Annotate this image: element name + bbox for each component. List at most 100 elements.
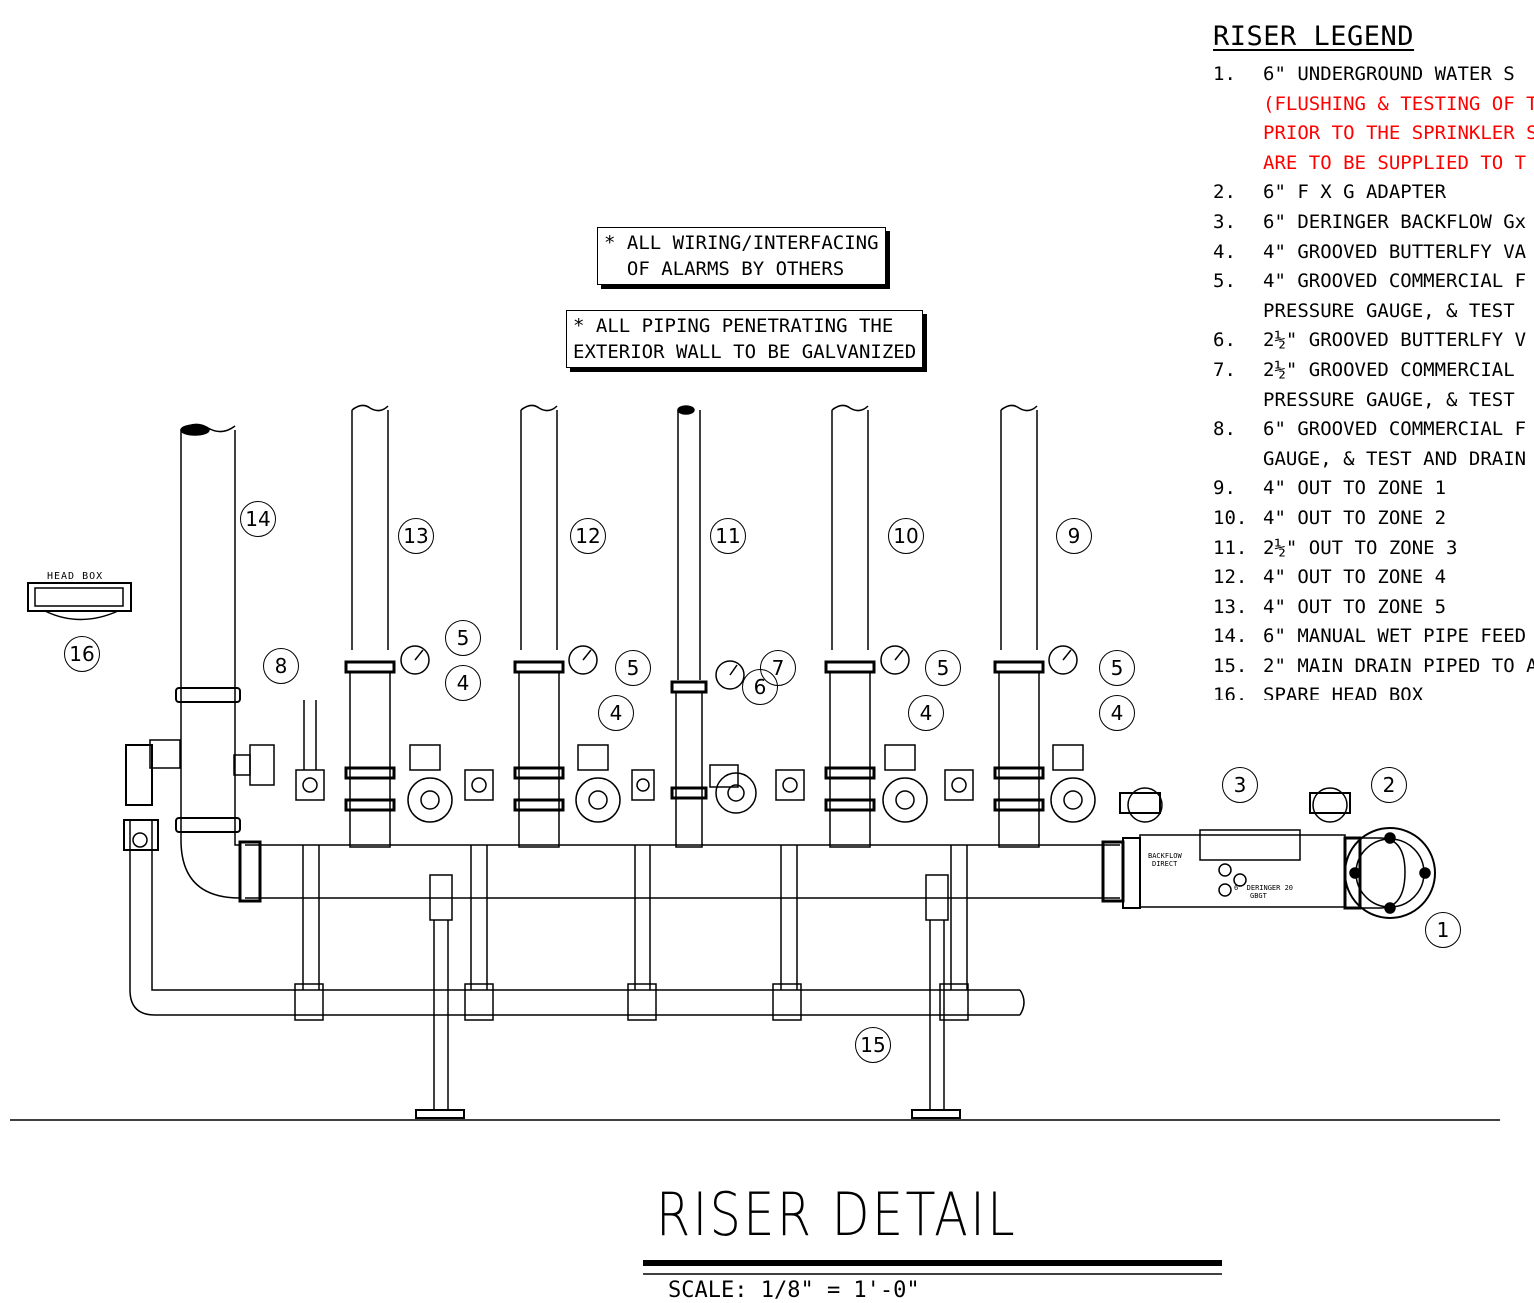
legend-item-number: 11. [1213, 536, 1248, 559]
legend-item-text: 4" OUT TO ZONE 2 [1263, 506, 1447, 529]
legend-item: 4. 4" GROOVED BUTTERLFY VA [1213, 238, 1534, 268]
legend-item-text: PRESSURE GAUGE, & TEST [1263, 388, 1515, 411]
legend-item-text: 6" UNDERGROUND WATER S [1263, 63, 1515, 85]
callout-5: 5 [1099, 650, 1135, 686]
legend-item-text: PRESSURE GAUGE, & TEST [1263, 299, 1515, 322]
callout-4: 4 [908, 695, 944, 731]
legend-item-text: 4" OUT TO ZONE 5 [1263, 595, 1447, 618]
legend-item-text: 2½" OUT TO ZONE 3 [1263, 536, 1458, 559]
legend-item-number: 16. [1213, 684, 1248, 700]
legend-item-text: 6" MANUAL WET PIPE FEED [1263, 625, 1527, 648]
legend-item-number: 1. [1213, 63, 1236, 85]
legend-item: GAUGE, & TEST AND DRAIN [1213, 445, 1534, 475]
callout-10: 10 [888, 518, 924, 554]
legend-item-text: 6" F X G ADAPTER [1263, 181, 1447, 204]
deringer-label-2: GBGT [1250, 892, 1268, 900]
legend-item-text: 6" GROOVED COMMERCIAL F [1263, 418, 1527, 441]
legend-item: 1. 6" UNDERGROUND WATER S [1213, 60, 1534, 90]
pipe-stands [415, 874, 961, 1119]
callout-5: 5 [445, 620, 481, 656]
callout-4: 4 [445, 665, 481, 701]
legend-item: 11. 2½" OUT TO ZONE 3 [1213, 534, 1534, 564]
legend-item-number: 5. [1213, 270, 1236, 293]
legend-item: 15. 2" MAIN DRAIN PIPED TO A [1213, 652, 1534, 682]
legend-item-text: PRIOR TO THE SPRINKLER S [1263, 122, 1534, 145]
callout-12: 12 [570, 518, 606, 554]
riser-zone-3 [631, 405, 757, 990]
legend-title: RISER LEGEND [1213, 21, 1415, 52]
callout-14: 14 [240, 501, 276, 537]
legend-item-text: 4" GROOVED BUTTERLFY VA [1263, 240, 1527, 263]
head-box-label: HEAD BOX [47, 571, 104, 582]
legend-item-text: 2½" GROOVED BUTTERLFY V [1263, 329, 1527, 352]
callout-1: 1 [1425, 912, 1461, 948]
callout-3: 3 [1222, 767, 1258, 803]
callout-4: 4 [1099, 695, 1135, 731]
legend-item: 10. 4" OUT TO ZONE 2 [1213, 504, 1534, 534]
drawing-scale: SCALE: 1/8" = 1'-0" [668, 1278, 920, 1303]
legend-item: PRESSURE GAUGE, & TEST [1213, 386, 1534, 416]
legend-item-number: 3. [1213, 210, 1236, 233]
deringer-label-1: 6" DERINGER 20 [1234, 884, 1293, 892]
backflow-label-2: DIRECT [1152, 860, 1178, 868]
legend-item-text: SPARE HEAD BOX [1263, 684, 1424, 700]
legend-item: 3. 6" DERINGER BACKFLOW Gx [1213, 208, 1534, 238]
legend-item: 8. 6" GROOVED COMMERCIAL F [1213, 415, 1534, 445]
legend-item: 12. 4" OUT TO ZONE 4 [1213, 563, 1534, 593]
legend-item: ARE TO BE SUPPLIED TO T [1213, 149, 1534, 179]
legend-item: 2. 6" F X G ADAPTER [1213, 178, 1534, 208]
header-pipe [238, 840, 1125, 903]
riser-zone-2 [775, 404, 928, 990]
legend-item-text: GAUGE, & TEST AND DRAIN [1263, 447, 1527, 470]
legend-item-number: 12. [1213, 566, 1248, 589]
legend-item: 5. 4" GROOVED COMMERCIAL F [1213, 267, 1534, 297]
legend-item-number: 14. [1213, 625, 1248, 648]
legend-item-text: ARE TO BE SUPPLIED TO T [1263, 151, 1527, 174]
legend-item-number: 10. [1213, 506, 1248, 529]
legend-item: 13. 4" OUT TO ZONE 5 [1213, 593, 1534, 623]
callout-2: 2 [1371, 767, 1407, 803]
callout-8: 8 [263, 648, 299, 684]
riser-zone-5 [295, 404, 453, 990]
legend-item-number: 2. [1213, 181, 1236, 204]
legend-item: (FLUSHING & TESTING OF T [1213, 90, 1534, 120]
legend-item-text: 2" MAIN DRAIN PIPED TO A [1263, 654, 1534, 677]
legend-item-text: 6" DERINGER BACKFLOW Gx [1263, 210, 1527, 233]
head-box-drawing [27, 582, 132, 621]
legend-item-number: 13. [1213, 595, 1248, 618]
legend-item-number: 6. [1213, 329, 1236, 352]
riser-legend: RISER LEGEND 1. 6" UNDERGROUND WATER S (FL… [1213, 20, 1534, 700]
callout-15: 15 [855, 1027, 891, 1063]
legend-item-text: (FLUSHING & TESTING OF T [1263, 92, 1534, 115]
legend-item: 7.2½" GROOVED COMMERCIAL [1213, 356, 1534, 386]
main-drain-pipe [123, 819, 1025, 1021]
legend-item: 16. SPARE HEAD BOX [1213, 681, 1534, 700]
callout-16: 16 [64, 636, 100, 672]
note-piping: * ALL PIPING PENETRATING THE EXTERIOR WA… [566, 310, 924, 368]
legend-item: 14. 6" MANUAL WET PIPE FEED [1213, 622, 1534, 652]
callout-4: 4 [598, 695, 634, 731]
legend-item: PRIOR TO THE SPRINKLER S [1213, 119, 1534, 149]
legend-item-text: 4" OUT TO ZONE 1 [1263, 477, 1447, 500]
callout-11: 11 [710, 518, 746, 554]
legend-item-text: 4" GROOVED COMMERCIAL F [1263, 270, 1527, 293]
riser-zone-4 [464, 404, 621, 990]
legend-item: 6. 2½" GROOVED BUTTERLFY V [1213, 326, 1534, 356]
legend-item-text: 4" OUT TO ZONE 4 [1263, 566, 1447, 589]
legend-item-number: 15. [1213, 654, 1248, 677]
legend-item: 9. 4" OUT TO ZONE 1 [1213, 474, 1534, 504]
legend-item-number: 4. [1213, 240, 1236, 263]
note-wiring: * ALL WIRING/INTERFACING OF ALARMS BY OT… [597, 227, 886, 285]
main-riser [125, 423, 275, 899]
callout-13: 13 [398, 518, 434, 554]
legend-item-number: 9. [1213, 477, 1236, 500]
callout-5: 5 [925, 650, 961, 686]
callout-5: 5 [615, 650, 651, 686]
legend-item-text: 2½" GROOVED COMMERCIAL [1263, 358, 1515, 381]
backflow-assembly [1119, 787, 1436, 919]
legend-item-number: 8. [1213, 418, 1236, 441]
callout-7: 7 [760, 650, 796, 686]
legend-item: PRESSURE GAUGE, & TEST [1213, 297, 1534, 327]
backflow-label-1: BACKFLOW [1148, 852, 1183, 860]
